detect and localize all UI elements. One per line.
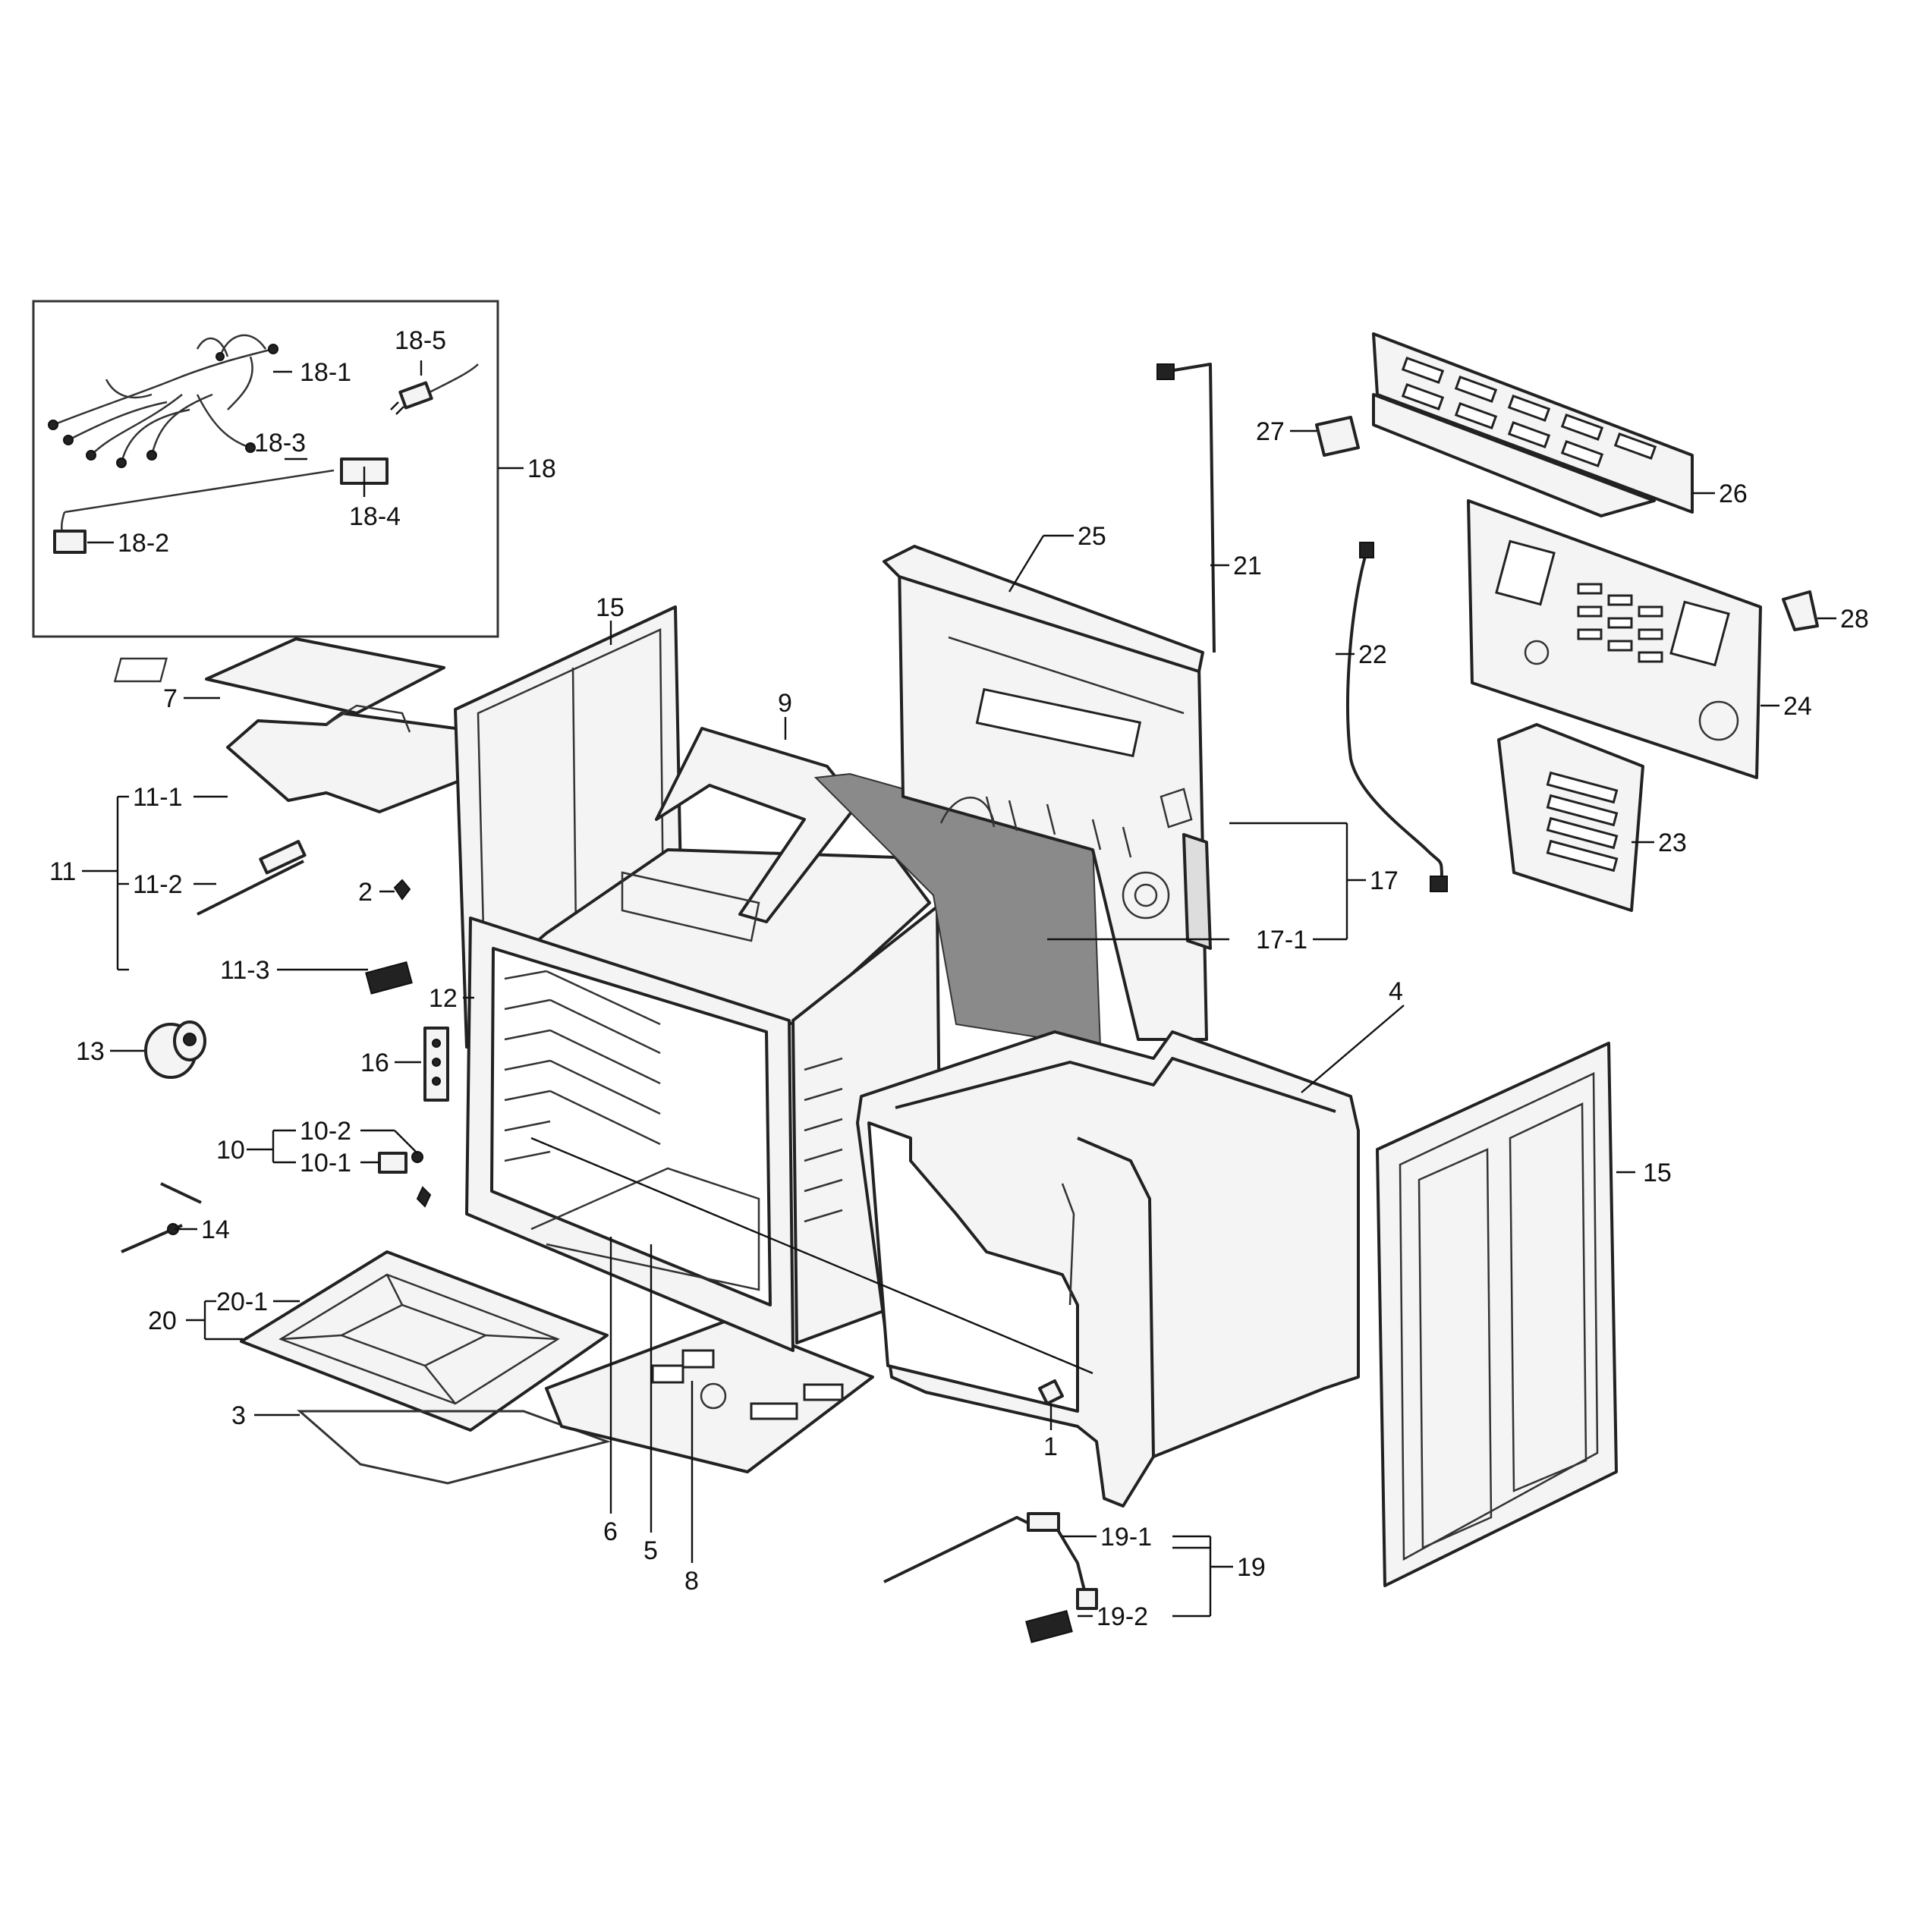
- callout-1: 1: [1043, 1432, 1058, 1461]
- callout-8: 8: [684, 1567, 699, 1596]
- callout-6: 6: [603, 1517, 618, 1546]
- callout-12: 12: [429, 984, 458, 1013]
- callout-15-door: 15: [1643, 1159, 1672, 1187]
- callout-11-3: 11-3: [220, 956, 270, 985]
- callout-4: 4: [1389, 977, 1403, 1006]
- screw-part-10-2: [411, 1151, 423, 1163]
- callout-16: 16: [360, 1049, 389, 1077]
- callout-10: 10: [216, 1136, 245, 1165]
- callout-11-2: 11-2: [133, 870, 183, 899]
- callout-3: 3: [231, 1401, 246, 1430]
- callout-7: 7: [163, 684, 178, 713]
- callout-18-1: 18-1: [300, 358, 351, 387]
- probe-part-14: [121, 1182, 202, 1253]
- callout-18-2: 18-2: [118, 529, 169, 558]
- callout-24: 24: [1783, 692, 1812, 721]
- connector-part-19-2: [1025, 1610, 1073, 1643]
- back-panel-part-17: [883, 545, 1212, 1041]
- bottom-shield-part-3: [297, 1410, 612, 1485]
- callout-28: 28: [1840, 605, 1869, 634]
- oven-cavity-part-12: [465, 848, 942, 1352]
- callout-13: 13: [76, 1037, 105, 1066]
- clip-part-27: [1315, 416, 1360, 457]
- leader-lines: [82, 360, 1836, 1618]
- callout-21: 21: [1233, 552, 1262, 580]
- bulb-part-10-1: [378, 1152, 407, 1174]
- callout-10-2: 10-2: [300, 1117, 351, 1146]
- callout-18-4: 18-4: [349, 502, 401, 531]
- sensor-part-2: [393, 879, 411, 901]
- callout-18-3: 18-3: [254, 429, 306, 457]
- callout-14: 14: [201, 1215, 230, 1244]
- callout-26: 26: [1719, 480, 1748, 508]
- callout-11-1: 11-1: [133, 783, 183, 812]
- back-cover-part-24: [1467, 499, 1762, 779]
- callout-25: 25: [1078, 522, 1106, 551]
- knob-part-13: [144, 1020, 206, 1079]
- callout-22: 22: [1358, 640, 1387, 669]
- element-part-19: [883, 1512, 1098, 1643]
- callout-labels: 18-5 18-1 18-3 18-4 18-2 18 15 7 9 25 21…: [49, 326, 1869, 1631]
- callout-5: 5: [643, 1536, 658, 1565]
- bulb-part-1: [1038, 1379, 1064, 1405]
- vent-duct-part-9: [655, 727, 859, 923]
- callout-10-1: 10-1: [300, 1149, 351, 1178]
- connector-part-11-3: [365, 961, 413, 995]
- top-plate-part-7: [205, 637, 445, 715]
- callout-15-top: 15: [596, 593, 625, 622]
- callout-2: 2: [358, 878, 373, 907]
- callout-9: 9: [778, 689, 792, 718]
- callout-19-1: 19-1: [1100, 1523, 1152, 1552]
- cable-part-22: [1346, 542, 1448, 892]
- callout-27: 27: [1256, 417, 1285, 446]
- callout-20: 20: [148, 1306, 177, 1335]
- bracket-part-28: [1782, 590, 1819, 631]
- callout-19: 19: [1237, 1553, 1266, 1582]
- rod-part-11-2: [197, 860, 304, 916]
- tray-part-20: [240, 1250, 609, 1432]
- back-cover-part-26: [1372, 332, 1694, 517]
- callout-19-2: 19-2: [1097, 1602, 1148, 1631]
- door-panel-part-15-right: [1376, 1042, 1618, 1587]
- callout-18: 18: [527, 454, 556, 483]
- callout-20-1: 20-1: [216, 1288, 268, 1316]
- callout-17-1: 17-1: [1256, 926, 1307, 954]
- tube-part-21: [1156, 363, 1216, 653]
- base-pan-part-8: [545, 1319, 874, 1473]
- box-part-23: [1497, 723, 1644, 912]
- callout-11: 11: [49, 857, 76, 886]
- callout-17: 17: [1370, 866, 1399, 895]
- callout-23: 23: [1658, 829, 1687, 857]
- callout-18-5: 18-5: [395, 326, 446, 355]
- outer-wrapper-part-4: [856, 1030, 1360, 1508]
